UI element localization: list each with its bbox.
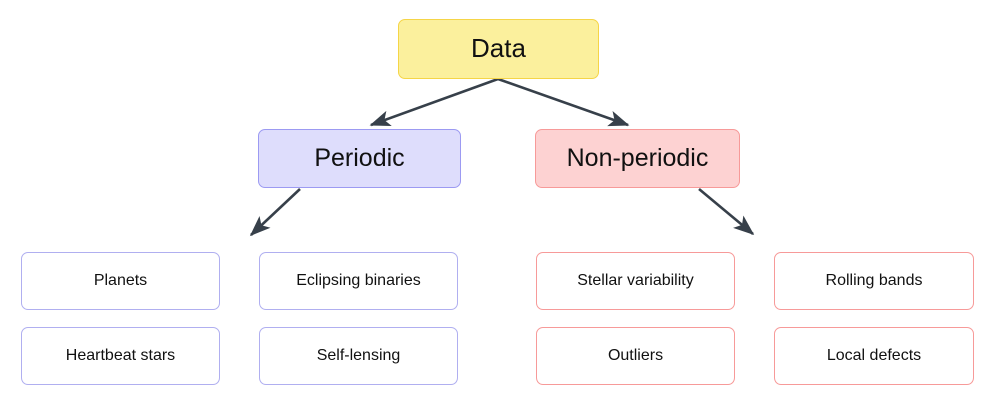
node-self-lensing[interactable]: Self-lensing [259, 327, 458, 385]
node-heartbeat-stars[interactable]: Heartbeat stars [21, 327, 220, 385]
node-outliers-label: Outliers [607, 346, 664, 364]
node-planets-label: Planets [93, 271, 148, 289]
node-local-defects-label: Local defects [826, 346, 922, 364]
edge-periodic-to-leaves [249, 188, 301, 237]
node-rolling-bands[interactable]: Rolling bands [774, 252, 974, 310]
node-stellar-variability-label: Stellar variability [577, 271, 694, 289]
node-data[interactable]: Data [398, 19, 599, 79]
node-data-label: Data [471, 33, 526, 64]
node-self-lensing-label: Self-lensing [316, 346, 401, 364]
edge-data-to-non-periodic [497, 77, 630, 127]
node-planets[interactable]: Planets [21, 252, 220, 310]
node-non-periodic[interactable]: Non-periodic [535, 129, 740, 188]
node-eclipsing-binaries-label: Eclipsing binaries [296, 271, 421, 289]
node-periodic-label: Periodic [314, 144, 405, 173]
node-outliers[interactable]: Outliers [536, 327, 735, 385]
node-eclipsing-binaries[interactable]: Eclipsing binaries [259, 252, 458, 310]
node-local-defects[interactable]: Local defects [774, 327, 974, 385]
node-stellar-variability[interactable]: Stellar variability [536, 252, 735, 310]
node-rolling-bands-label: Rolling bands [825, 271, 923, 289]
edge-non-periodic-to-leaves [698, 188, 755, 235]
edge-data-to-periodic [369, 77, 499, 127]
node-heartbeat-stars-label: Heartbeat stars [65, 346, 176, 364]
node-periodic[interactable]: Periodic [258, 129, 461, 188]
node-non-periodic-label: Non-periodic [566, 144, 709, 173]
